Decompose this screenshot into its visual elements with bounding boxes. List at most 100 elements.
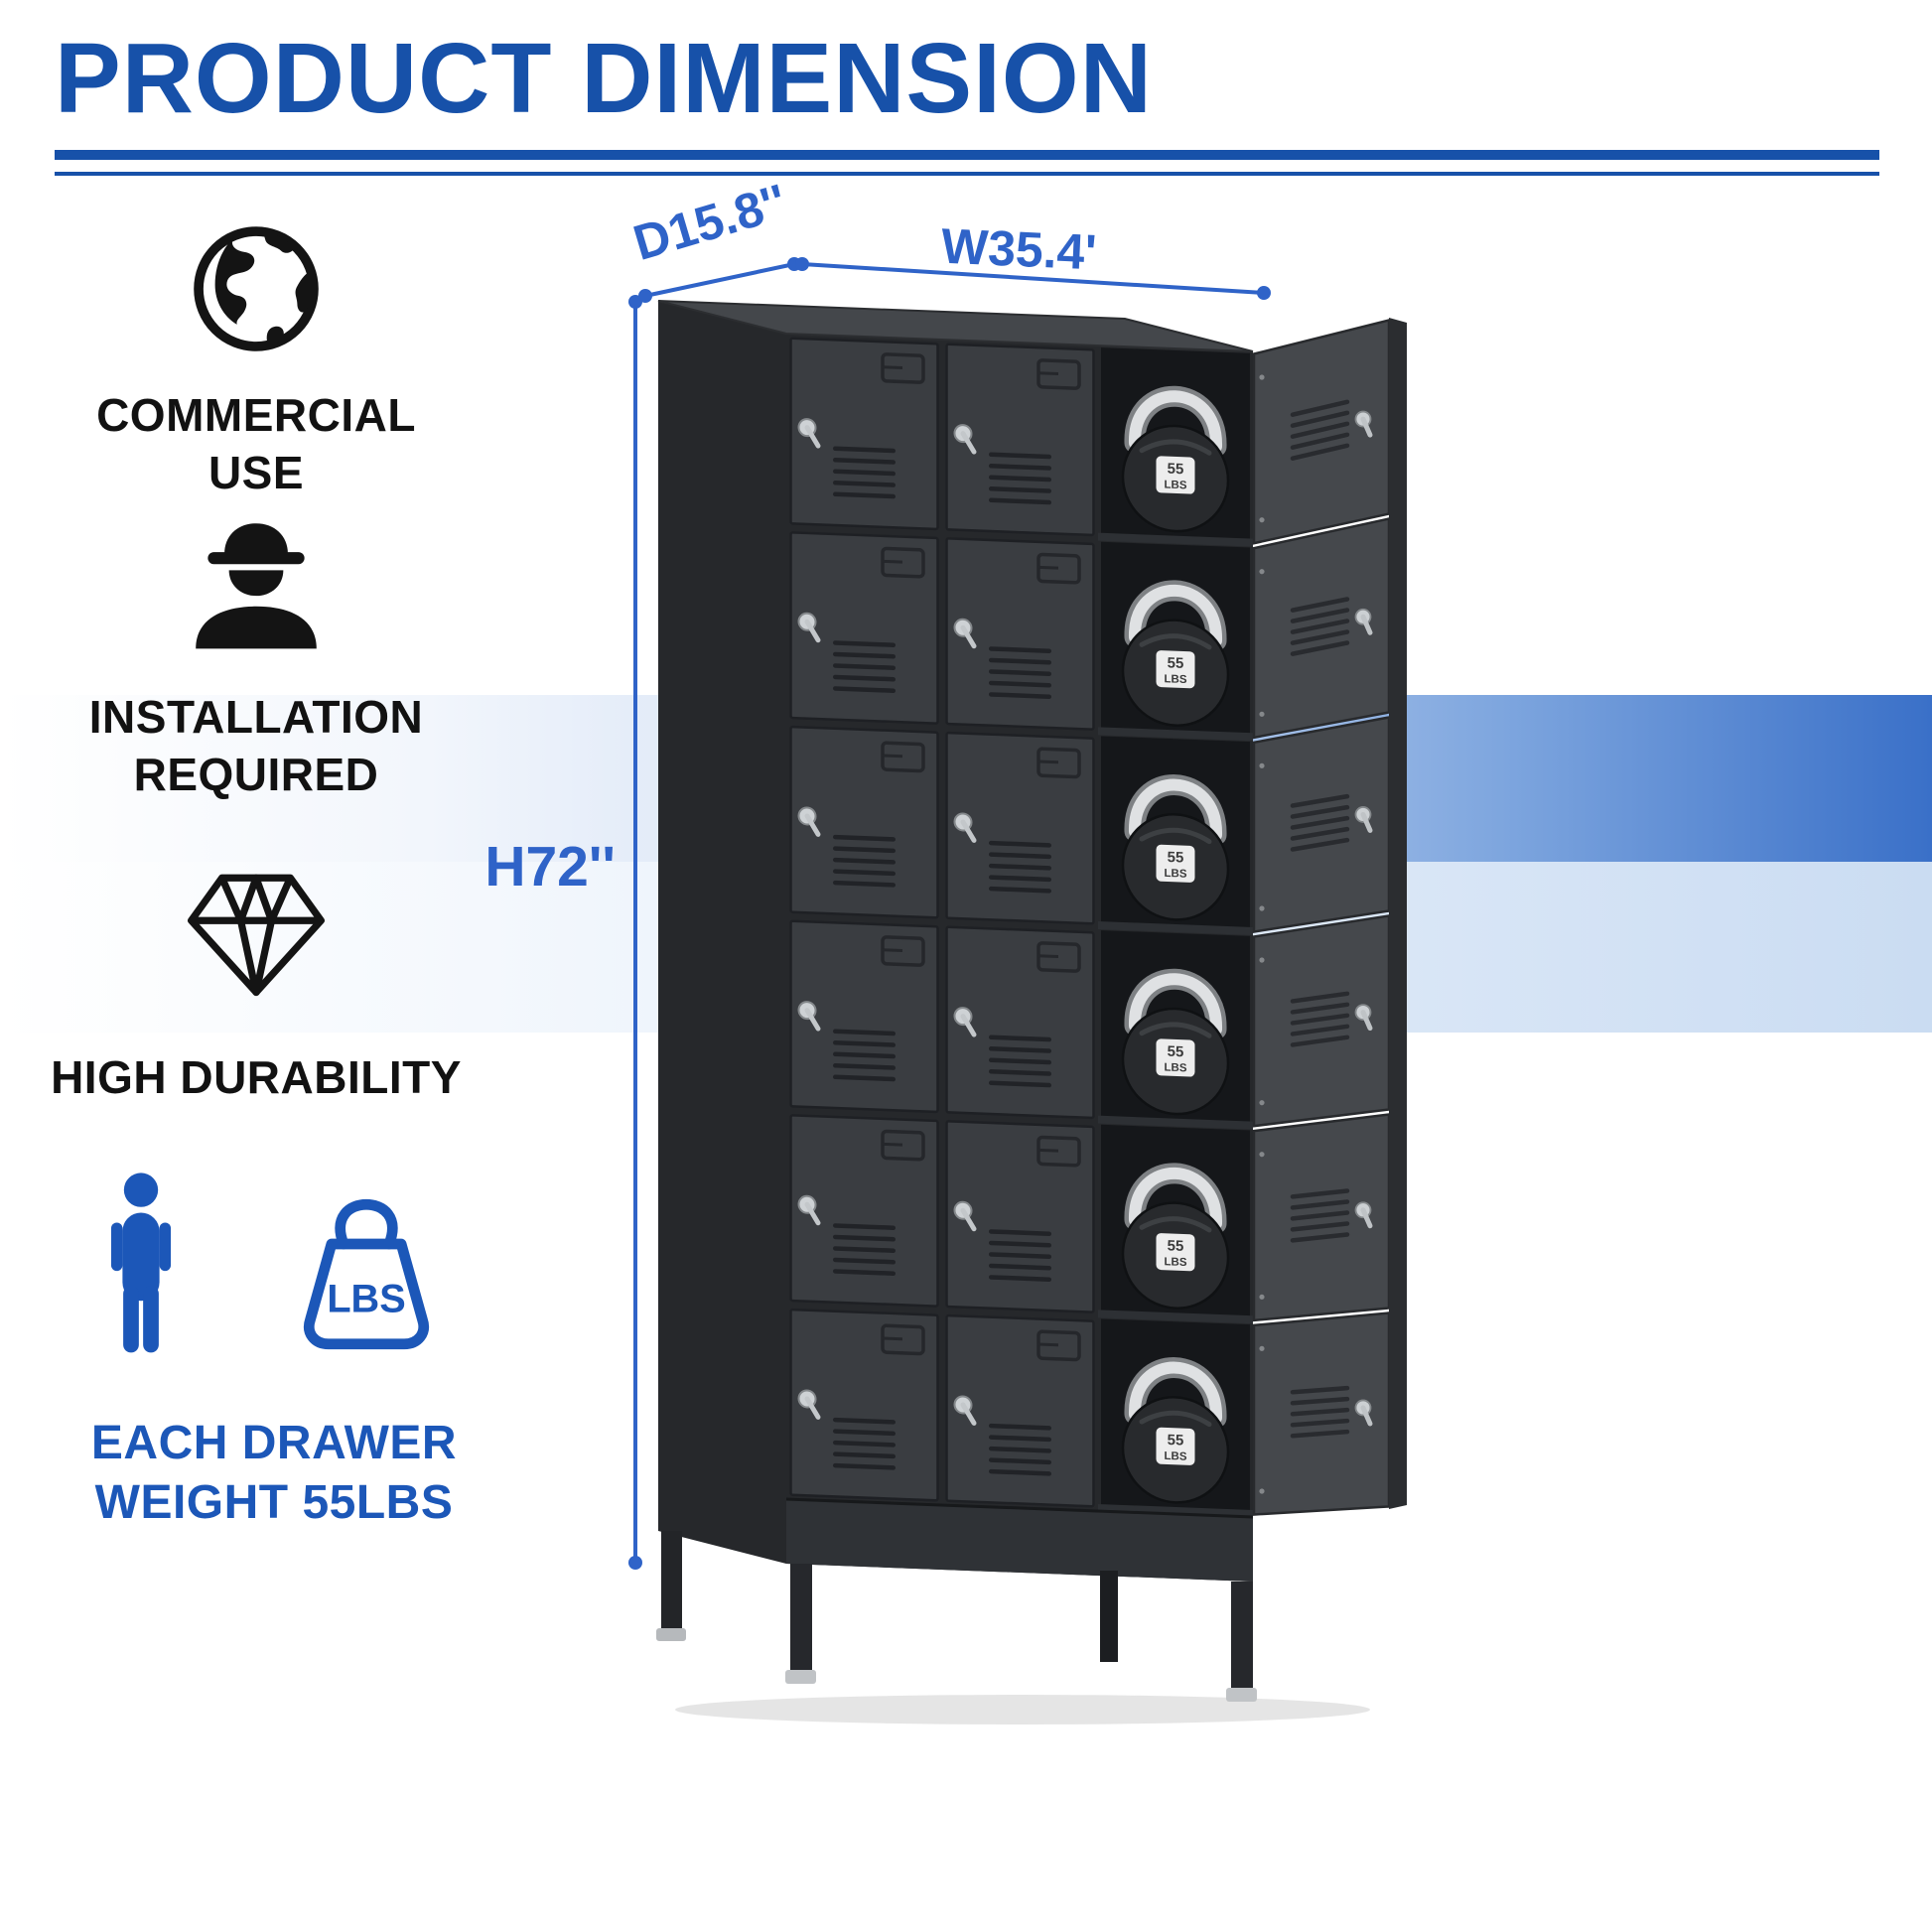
diamond-icon [188,874,325,997]
door-vent [989,1252,1051,1259]
feature-installation-required: INSTALLATION REQUIRED [64,508,449,804]
door-vent [833,1029,896,1036]
locker-door-closed [789,531,939,725]
kettlebell-weight-label [1156,650,1195,689]
kettlebell-weight-label [1156,844,1195,883]
door-vent [833,880,896,888]
door-vent [833,1429,896,1437]
feature-label-installation-required: INSTALLATION REQUIRED [88,691,424,800]
svg-text:55: 55 [1168,1043,1184,1061]
feature-high-durability: HIGH DURABILITY [26,849,486,1107]
weight-icon: LBS [304,1198,429,1350]
open-compartment: 55LBS [1098,541,1253,742]
door-vent [1290,1232,1350,1243]
locker-door-open [1252,715,1391,933]
door-vent [989,1435,1051,1443]
kettlebell-weight-label [1156,1038,1195,1077]
hinge-screw [1259,957,1265,963]
weight-unit-label: LBS [327,1278,405,1321]
svg-text:55: 55 [1168,654,1184,672]
locker-door-closed [945,537,1095,731]
door-vent [989,475,1051,483]
locker-door-closed [789,1308,939,1502]
door-vent [989,1240,1051,1248]
svg-text:LBS: LBS [1165,868,1187,881]
door-vent [989,486,1051,493]
hinge-screw [1259,1345,1265,1351]
shelf [1098,532,1253,547]
door-vent [833,1451,896,1459]
hinge-screw [1259,374,1265,380]
door-vent [833,1462,896,1470]
hinge-screw [1259,1488,1265,1494]
dimension-height-label: H72'' [484,835,616,898]
globe-icon [194,226,319,351]
door-vent [1290,1035,1350,1047]
door-vent [1290,597,1350,613]
feature-label-high-durability: HIGH DURABILITY [51,1051,462,1103]
svg-text:LBS: LBS [1165,1450,1187,1463]
open-compartment: 55LBS [1098,736,1253,935]
door-vent [1290,826,1350,841]
locker-door-open [1252,914,1391,1128]
open-compartment: 55LBS [1098,1318,1253,1518]
locker-door-closed [945,925,1095,1120]
locker-door-closed [789,919,939,1114]
door-vent [833,481,896,487]
svg-text:55: 55 [1168,461,1184,479]
cabinet-legs [656,1531,1257,1702]
door-vent [833,491,896,499]
svg-text:LBS: LBS [1165,480,1187,492]
door-vent [1290,804,1350,819]
door-vent [989,1057,1051,1065]
door-vent [989,1263,1051,1271]
open-door-edge-flange [1389,318,1407,1509]
locker-door-closed [789,337,939,531]
shelf [1098,1310,1253,1324]
door-vent [833,1257,896,1265]
feature-drawer-weight: LBS EACH DRAWER WEIGHT 55LBS [66,1172,483,1534]
feature-label-commercial-use: COMMERCIAL USE [96,389,416,498]
door-vent [1290,793,1350,808]
open-compartment: 55LBS [1098,930,1253,1130]
door-vent [989,1069,1051,1076]
door-vent [989,452,1051,460]
door-vent [1290,1013,1350,1026]
hinge-screw [1259,1100,1265,1106]
door-vent [989,669,1051,676]
locker-door-closed [789,1114,939,1308]
hinge-screw [1259,517,1265,523]
door-vent [833,686,896,693]
door-vent [833,469,896,477]
open-compartment: 55LBS [1098,347,1253,547]
door-vent [1290,640,1350,656]
person-icon [110,1173,172,1353]
kettlebell: 55LBS [1121,385,1230,533]
door-vent [989,680,1051,688]
svg-text:55: 55 [1168,849,1184,867]
door-vent [833,446,896,454]
locker-door-open [1252,1311,1391,1516]
kettlebell: 55LBS [1121,1357,1230,1504]
door-vent [1290,991,1350,1004]
door-vent [1290,1221,1350,1232]
kettlebell: 55LBS [1121,774,1230,921]
locker-door-closed [945,731,1095,925]
door-vent [989,1035,1051,1042]
svg-text:55: 55 [1168,1432,1184,1449]
door-vent [989,852,1051,860]
cabinet-top-face [657,300,1254,352]
door-vent [989,1468,1051,1476]
feature-commercial-use: COMMERCIAL USE [64,220,449,502]
door-vent [989,1046,1051,1053]
door-vent [833,869,896,877]
door-vent [833,1223,896,1230]
door-vent [1290,629,1350,645]
door-vent [1290,815,1350,830]
door-vent [989,875,1051,883]
door-vent [1290,619,1350,634]
cabinet-side-panel [658,301,786,1564]
